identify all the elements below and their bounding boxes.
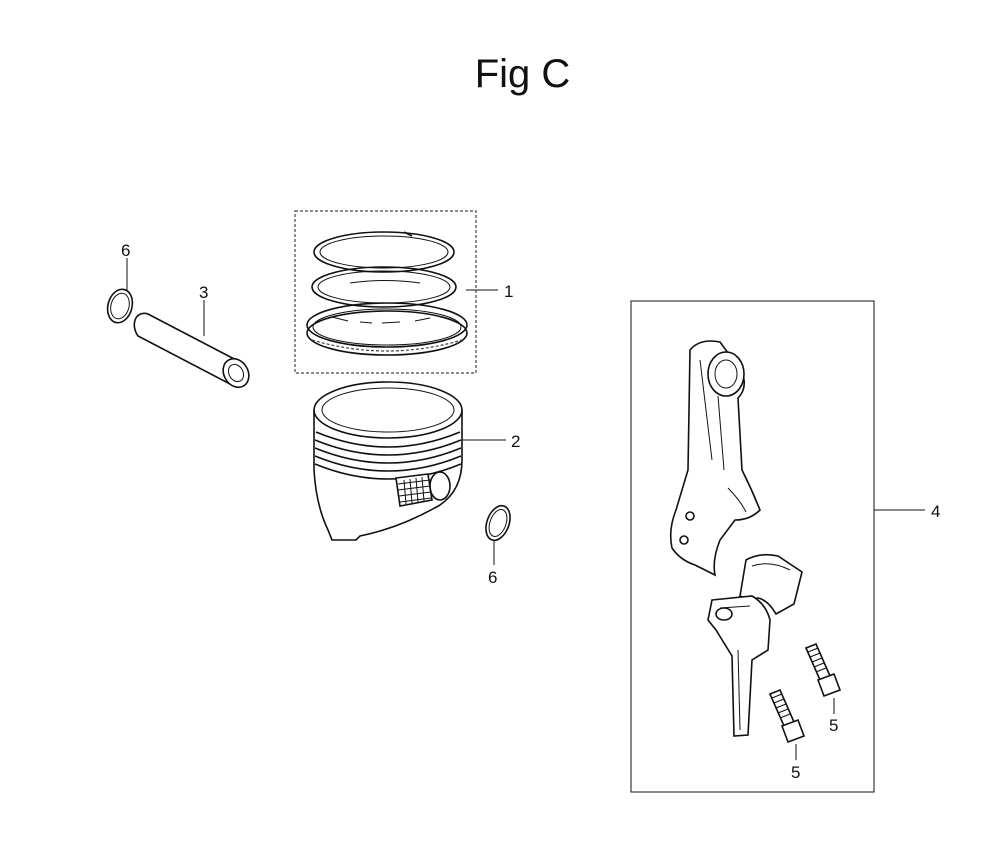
callout-ring-set: 1 bbox=[504, 282, 513, 301]
callout-pin-clip-right: 6 bbox=[488, 568, 497, 587]
rod-bolt-upper: 5 bbox=[804, 642, 842, 735]
connecting-rod-set: 4 5 bbox=[630, 300, 940, 793]
callout-connecting-rod-set: 4 bbox=[931, 502, 940, 521]
callout-piston-pin: 3 bbox=[199, 283, 208, 302]
figure-title: Fig C bbox=[474, 52, 571, 96]
piston-ring-set: 1 bbox=[294, 210, 513, 374]
pin-clip-right: 6 bbox=[485, 504, 511, 587]
callout-rod-bolt-upper: 5 bbox=[829, 716, 838, 735]
callout-pin-clip-left: 6 bbox=[121, 241, 130, 260]
piston: 2 bbox=[313, 381, 520, 541]
callout-piston: 2 bbox=[511, 432, 520, 451]
callout-rod-bolt-lower: 5 bbox=[791, 763, 800, 782]
rod-bolt-lower: 5 bbox=[768, 688, 806, 782]
pin-clip-left: 6 bbox=[106, 241, 134, 324]
piston-pin: 3 bbox=[133, 283, 250, 389]
